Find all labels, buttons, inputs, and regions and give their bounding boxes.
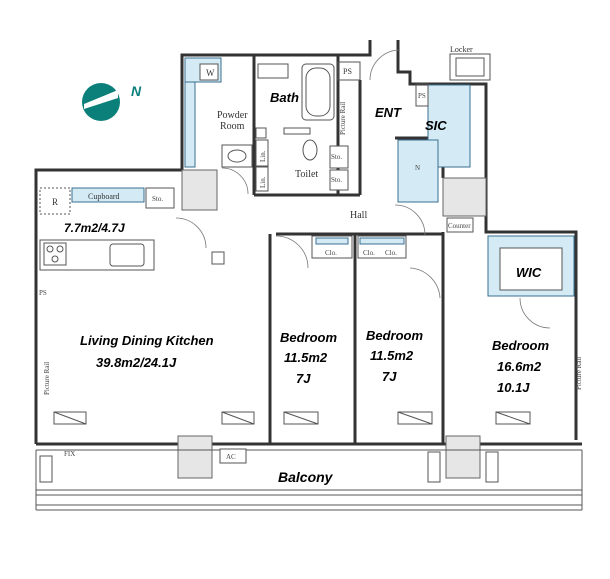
cupboard — [71, 187, 145, 203]
linen-cabinet — [255, 166, 269, 192]
bedroom-2-label: Bedroom — [366, 328, 424, 343]
svg-text:Sto.: Sto. — [152, 195, 163, 203]
svg-text:Sto.: Sto. — [331, 153, 342, 161]
toilet-label: Toilet — [295, 169, 318, 180]
svg-text:PS: PS — [39, 289, 47, 297]
ldk-size-label: 39.8m2/24.1J — [96, 355, 177, 370]
svg-text:Clo.: Clo. — [385, 249, 397, 257]
hall-label: Hall — [350, 210, 367, 221]
svg-text:N: N — [415, 164, 420, 172]
powder-room-label-2: Room — [220, 121, 245, 132]
fix-window-label: FIX — [64, 450, 75, 458]
bedroom-1-j: 7J — [296, 371, 311, 386]
svg-text:Sto.: Sto. — [331, 176, 342, 184]
bedroom-2-area: 11.5m2 — [370, 348, 414, 363]
closet — [311, 235, 353, 259]
bedroom-2-j: 7J — [382, 369, 397, 384]
balcony-label: Balcony — [278, 469, 334, 485]
powder-shelf — [184, 81, 196, 168]
svg-text:Clo.: Clo. — [325, 249, 337, 257]
kitchen-sink — [109, 243, 145, 267]
shoe-cabinet — [397, 139, 439, 203]
bath-label: Bath — [270, 90, 299, 105]
shaft — [337, 61, 361, 81]
svg-text:Lin.: Lin. — [259, 176, 267, 188]
locker — [449, 53, 491, 81]
stove — [43, 242, 67, 266]
svg-text:Lin.: Lin. — [259, 150, 267, 162]
compass-icon — [82, 83, 120, 121]
balcony-outline — [35, 449, 583, 511]
ldk-picture-rail-label: Picture Rail — [43, 362, 51, 395]
bedroom-3-picture-rail-label: Picture Rail — [575, 357, 583, 390]
locker-label: Locker — [450, 45, 473, 54]
svg-text:AC: AC — [226, 453, 236, 461]
bedroom-3-label: Bedroom — [492, 338, 550, 353]
ac-outdoor-unit — [219, 448, 247, 464]
compass-north-label: N — [131, 83, 142, 99]
linen-cabinet — [255, 139, 269, 167]
closet — [357, 235, 407, 259]
column — [181, 169, 218, 211]
storage — [145, 187, 175, 209]
bathtub — [301, 63, 335, 121]
wic-label: WIC — [516, 265, 542, 280]
ent-label: ENT — [375, 105, 402, 120]
powder-room-label-1: Powder — [217, 110, 248, 121]
sic-label: SIC — [425, 118, 447, 133]
washer-label: W — [206, 68, 215, 78]
counter-label: Counter — [448, 222, 471, 230]
storage — [329, 145, 349, 169]
column — [445, 435, 481, 479]
ldk-label: Living Dining Kitchen — [80, 333, 214, 348]
column — [177, 435, 213, 479]
bedroom-1-area: 11.5m2 — [284, 350, 328, 365]
cupboard-label: Cupboard — [88, 192, 120, 201]
column — [442, 177, 487, 217]
svg-text:R: R — [52, 197, 58, 207]
storage — [329, 169, 349, 191]
svg-text:Clo.: Clo. — [363, 249, 375, 257]
bedroom-1-label: Bedroom — [280, 330, 338, 345]
bedroom-3-area: 16.6m2 — [497, 359, 542, 374]
bedroom-3-j: 10.1J — [497, 380, 530, 395]
svg-text:PS: PS — [418, 92, 426, 100]
kitchen-size-label: 7.7m2/4.7J — [64, 221, 125, 235]
ps-label: PS — [343, 67, 352, 76]
picture-rail-label: Picture Rail — [339, 102, 347, 135]
